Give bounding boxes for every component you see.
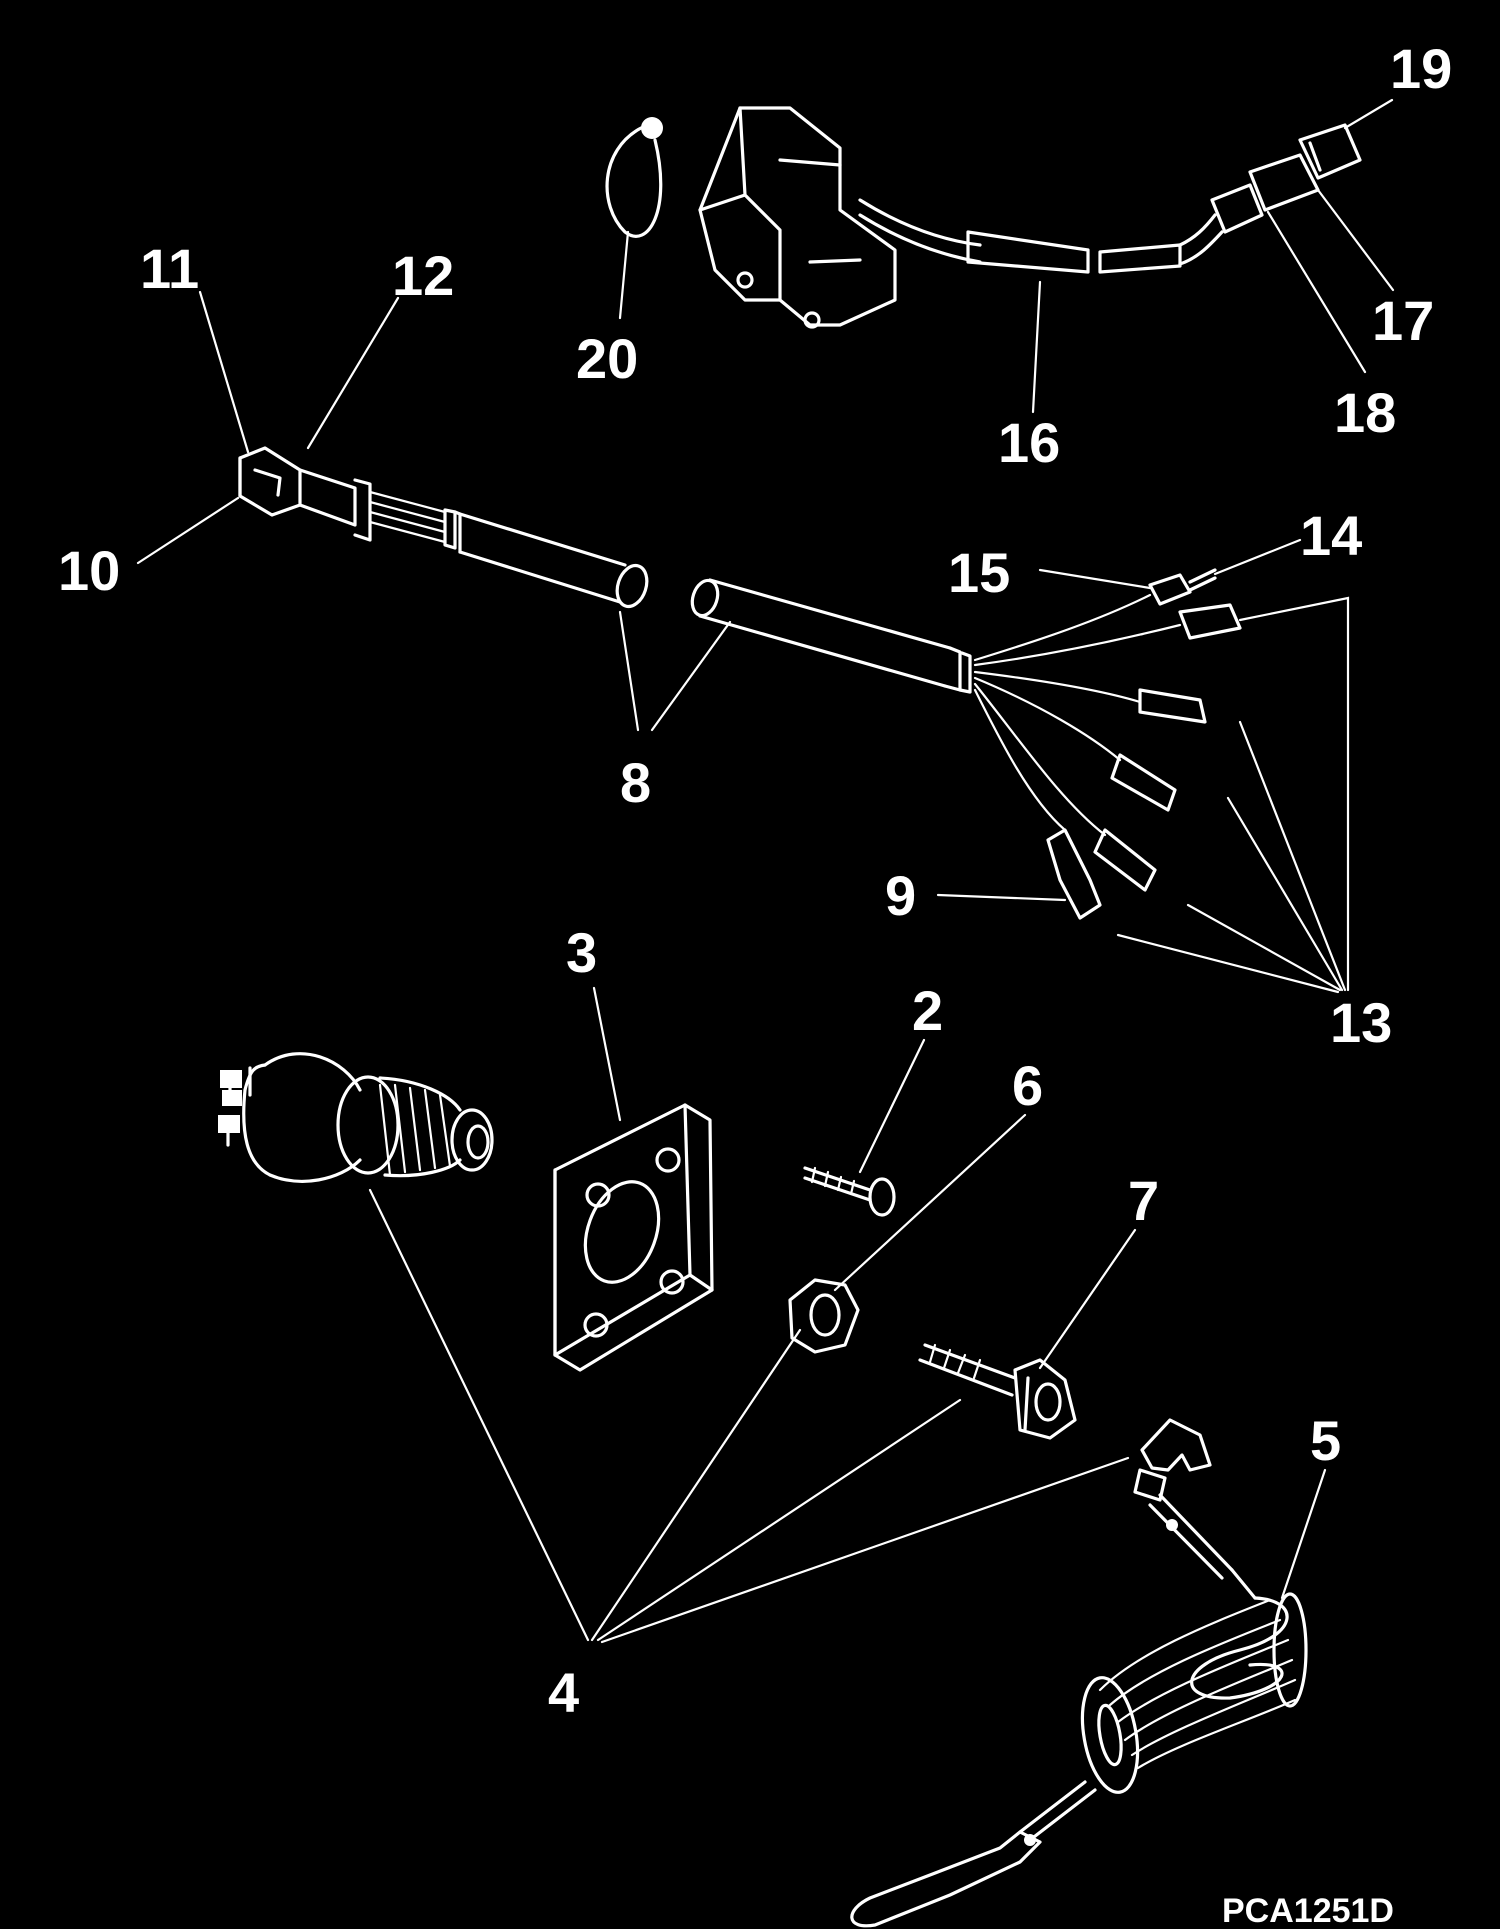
callout-2: 2 [912, 979, 943, 1042]
callout-3: 3 [566, 921, 597, 984]
callout-labels: 19 20 11 12 17 16 18 10 15 14 8 9 3 13 2… [58, 37, 1452, 1929]
callout-5: 5 [1310, 1409, 1341, 1472]
part-4-ignition-switch [218, 1052, 494, 1183]
callout-18: 18 [1334, 381, 1396, 444]
part-16-stop-switch [698, 106, 1362, 329]
callout-15: 15 [948, 541, 1010, 604]
figure-code: PCA1251D [1222, 1892, 1394, 1929]
callout-17: 17 [1372, 289, 1434, 352]
callout-4: 4 [548, 1661, 579, 1724]
part-20-clip [605, 117, 663, 238]
part-3-mounting-plate [553, 1103, 714, 1372]
callout-6: 6 [1012, 1054, 1043, 1117]
callout-10: 10 [58, 539, 120, 602]
callout-20: 20 [576, 327, 638, 390]
leader-lines [136, 98, 1395, 1644]
callout-11: 11 [140, 237, 199, 300]
part-2-screw [803, 1166, 896, 1217]
callout-9: 9 [885, 864, 916, 927]
callout-14: 14 [1300, 504, 1362, 567]
callout-7: 7 [1128, 1169, 1159, 1232]
part-5-lanyard [850, 1418, 1308, 1928]
callout-19: 19 [1390, 37, 1452, 100]
part-8-wiring-harness [238, 446, 1242, 920]
callout-8: 8 [620, 751, 651, 814]
callout-13: 13 [1330, 991, 1392, 1054]
callout-16: 16 [998, 411, 1060, 474]
callout-12: 12 [392, 244, 454, 307]
part-7-key [918, 1343, 1077, 1440]
part-6-nut [788, 1278, 860, 1354]
